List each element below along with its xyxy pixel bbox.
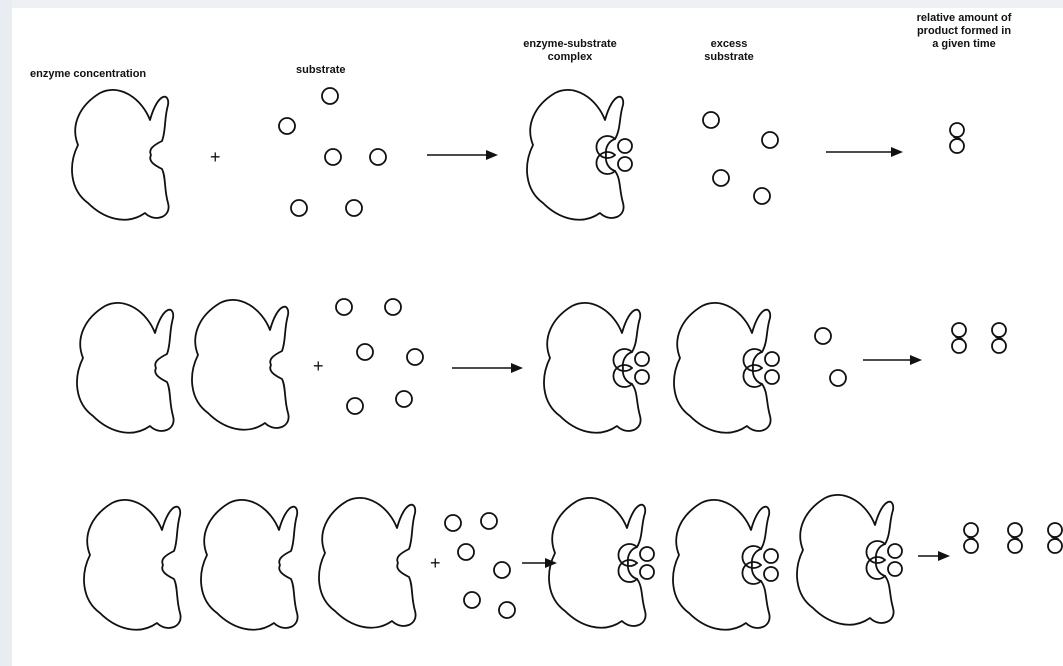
reaction-arrow bbox=[826, 147, 903, 157]
label-product-line3: a given time bbox=[932, 38, 996, 50]
enzyme-1 bbox=[71, 89, 170, 221]
substrate-molecule bbox=[463, 591, 481, 609]
substrate-molecule bbox=[278, 117, 296, 135]
label-enzyme-concentration: enzyme concentration bbox=[30, 68, 147, 80]
label-complex-line1: enzyme-substrate bbox=[523, 38, 617, 50]
substrate-group bbox=[335, 298, 424, 415]
substrate-molecule bbox=[324, 148, 342, 166]
product bbox=[949, 122, 965, 154]
enzyme-substrate-complex bbox=[673, 302, 780, 434]
plus-sign: + bbox=[430, 553, 441, 573]
enzyme-substrate-complex bbox=[796, 494, 903, 626]
row-1: + bbox=[71, 87, 965, 221]
substrate-molecule bbox=[457, 543, 475, 561]
enzyme-substrate-complex bbox=[526, 89, 633, 221]
substrate-group bbox=[444, 512, 516, 619]
substrate-molecule bbox=[761, 131, 779, 149]
enzyme-1 bbox=[83, 499, 182, 631]
row-3: + bbox=[83, 494, 1063, 631]
product bbox=[991, 322, 1007, 354]
substrate-molecule bbox=[369, 148, 387, 166]
reaction-arrow bbox=[452, 363, 523, 373]
substrate-molecule bbox=[829, 369, 847, 387]
substrate-molecule bbox=[753, 187, 771, 205]
substrate-molecule bbox=[712, 169, 730, 187]
substrate-molecule bbox=[444, 514, 462, 532]
label-excess-line2: substrate bbox=[704, 51, 754, 63]
substrate-molecule bbox=[335, 298, 353, 316]
enzyme-2 bbox=[200, 499, 299, 631]
label-product-line1: relative amount of bbox=[916, 12, 1012, 24]
reaction-arrow bbox=[863, 355, 922, 365]
product bbox=[951, 322, 967, 354]
label-enzyme-substrate-complex: enzyme-substrate complex bbox=[512, 38, 628, 64]
substrate-molecule bbox=[384, 298, 402, 316]
enzyme-3 bbox=[318, 497, 417, 629]
product bbox=[963, 522, 979, 554]
substrate-molecule bbox=[290, 199, 308, 217]
label-relative-product: relative amount of product formed in a g… bbox=[876, 12, 1052, 51]
product bbox=[1047, 522, 1063, 554]
substrate-molecule bbox=[321, 87, 339, 105]
substrate-molecule bbox=[345, 199, 363, 217]
product bbox=[1007, 522, 1023, 554]
left-border bbox=[0, 0, 12, 666]
label-complex-line2: complex bbox=[547, 51, 593, 63]
enzyme-2 bbox=[191, 299, 290, 431]
enzyme-substrate-complex bbox=[672, 499, 779, 631]
enzyme-1 bbox=[76, 302, 175, 434]
row-2: + bbox=[76, 298, 1007, 434]
plus-sign: + bbox=[313, 356, 324, 376]
substrate-molecule bbox=[346, 397, 364, 415]
label-substrate: substrate bbox=[296, 64, 346, 76]
substrate-molecule bbox=[702, 111, 720, 129]
substrate-molecule bbox=[480, 512, 498, 530]
label-product-line2: product formed in bbox=[916, 25, 1012, 37]
substrate-molecule bbox=[356, 343, 374, 361]
enzyme-substrate-complex bbox=[543, 302, 650, 434]
label-excess-line1: excess bbox=[710, 38, 748, 50]
excess-substrate-group bbox=[702, 111, 779, 205]
label-excess-substrate: excess substrate bbox=[686, 38, 772, 64]
substrate-group bbox=[278, 87, 387, 217]
substrate-molecule bbox=[814, 327, 832, 345]
substrate-molecule bbox=[493, 561, 511, 579]
reaction-arrow bbox=[427, 150, 498, 160]
substrate-molecule bbox=[406, 348, 424, 366]
top-border bbox=[0, 0, 1063, 8]
plus-sign: + bbox=[210, 147, 221, 167]
substrate-molecule bbox=[498, 601, 516, 619]
excess-substrate-group bbox=[814, 327, 847, 387]
reaction-arrow bbox=[918, 551, 950, 561]
enzyme-substrate-complex bbox=[548, 497, 655, 629]
substrate-molecule bbox=[395, 390, 413, 408]
